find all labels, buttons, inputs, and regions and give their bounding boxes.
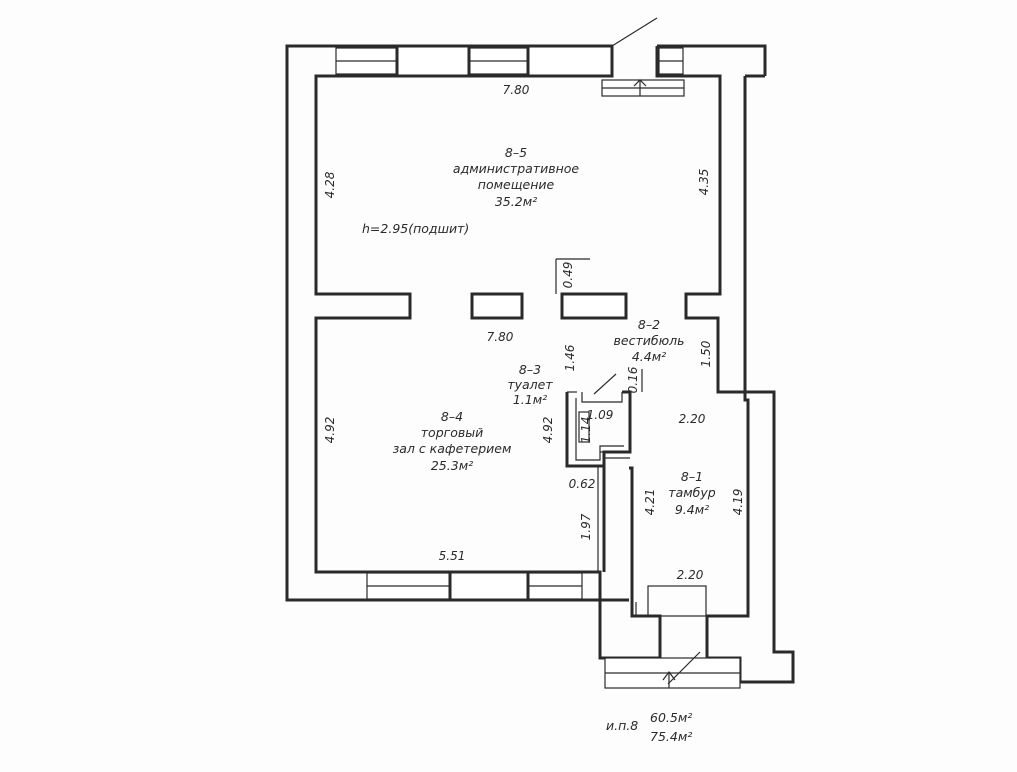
admin-room-area: 35.2м² bbox=[495, 194, 537, 209]
dim-tambour-right: 4.19 bbox=[731, 489, 745, 516]
dim-109: 1.09 bbox=[587, 408, 614, 422]
toilet-name: туалет bbox=[507, 377, 553, 392]
tambour-number: 8–1 bbox=[681, 469, 703, 484]
dim-admin-right: 4.35 bbox=[697, 169, 711, 196]
dim-bottom-width: 5.51 bbox=[439, 549, 466, 563]
top-entrance-door bbox=[601, 17, 685, 97]
tambour-area: 9.4м² bbox=[675, 502, 709, 517]
toilet-number: 8–3 bbox=[519, 362, 541, 377]
dim-hall-right: 4.92 bbox=[541, 417, 555, 444]
vestibule-number: 8–2 bbox=[638, 317, 660, 332]
dim-197: 1.97 bbox=[579, 513, 593, 540]
ceiling-height-note: h=2.95(подшит) bbox=[362, 221, 469, 236]
interior-piers bbox=[470, 292, 628, 320]
bottom-window bbox=[366, 570, 583, 602]
hall-name-1: торговый bbox=[421, 425, 483, 440]
vestibule-name: вестибюль bbox=[614, 333, 685, 348]
vestibule-area: 4.4м² bbox=[632, 349, 666, 364]
dim-062: 0.62 bbox=[569, 477, 596, 491]
dim-pier: 0.49 bbox=[561, 262, 575, 289]
admin-room-number: 8–5 bbox=[505, 145, 527, 160]
footer-floor-label: и.п.8 bbox=[606, 718, 638, 733]
dim-top-width: 7.80 bbox=[503, 83, 530, 97]
toilet-walls bbox=[565, 390, 632, 468]
dim-114: 1.14 bbox=[579, 417, 593, 444]
dim-146: 1.46 bbox=[563, 344, 577, 371]
dim-220-top: 2.20 bbox=[679, 412, 706, 426]
dim-admin-left: 4.28 bbox=[323, 171, 337, 198]
hall-area: 25.3м² bbox=[431, 458, 473, 473]
dim-mid-width: 7.80 bbox=[487, 330, 514, 344]
dim-016: 0.16 bbox=[626, 366, 640, 393]
top-window bbox=[335, 44, 684, 78]
footer-area-2: 75.4м² bbox=[650, 729, 692, 744]
leader-lines bbox=[555, 258, 643, 395]
dim-tambour-left: 4.21 bbox=[643, 489, 657, 516]
dim-hall-left: 4.92 bbox=[323, 417, 337, 444]
admin-room-name-1: административное bbox=[453, 161, 579, 176]
dim-220-bottom: 2.20 bbox=[677, 568, 704, 582]
footer-area-1: 60.5м² bbox=[650, 710, 692, 725]
hall-divider bbox=[597, 466, 606, 572]
admin-room-name-2: помещение bbox=[478, 177, 555, 192]
dim-150: 1.50 bbox=[699, 340, 713, 367]
tambour-exit bbox=[604, 585, 741, 689]
hall-number: 8–4 bbox=[441, 409, 463, 424]
toilet-area: 1.1м² bbox=[513, 392, 547, 407]
tambour-name: тамбур bbox=[668, 485, 715, 500]
hall-name-2: зал с кафетерием bbox=[393, 441, 512, 456]
